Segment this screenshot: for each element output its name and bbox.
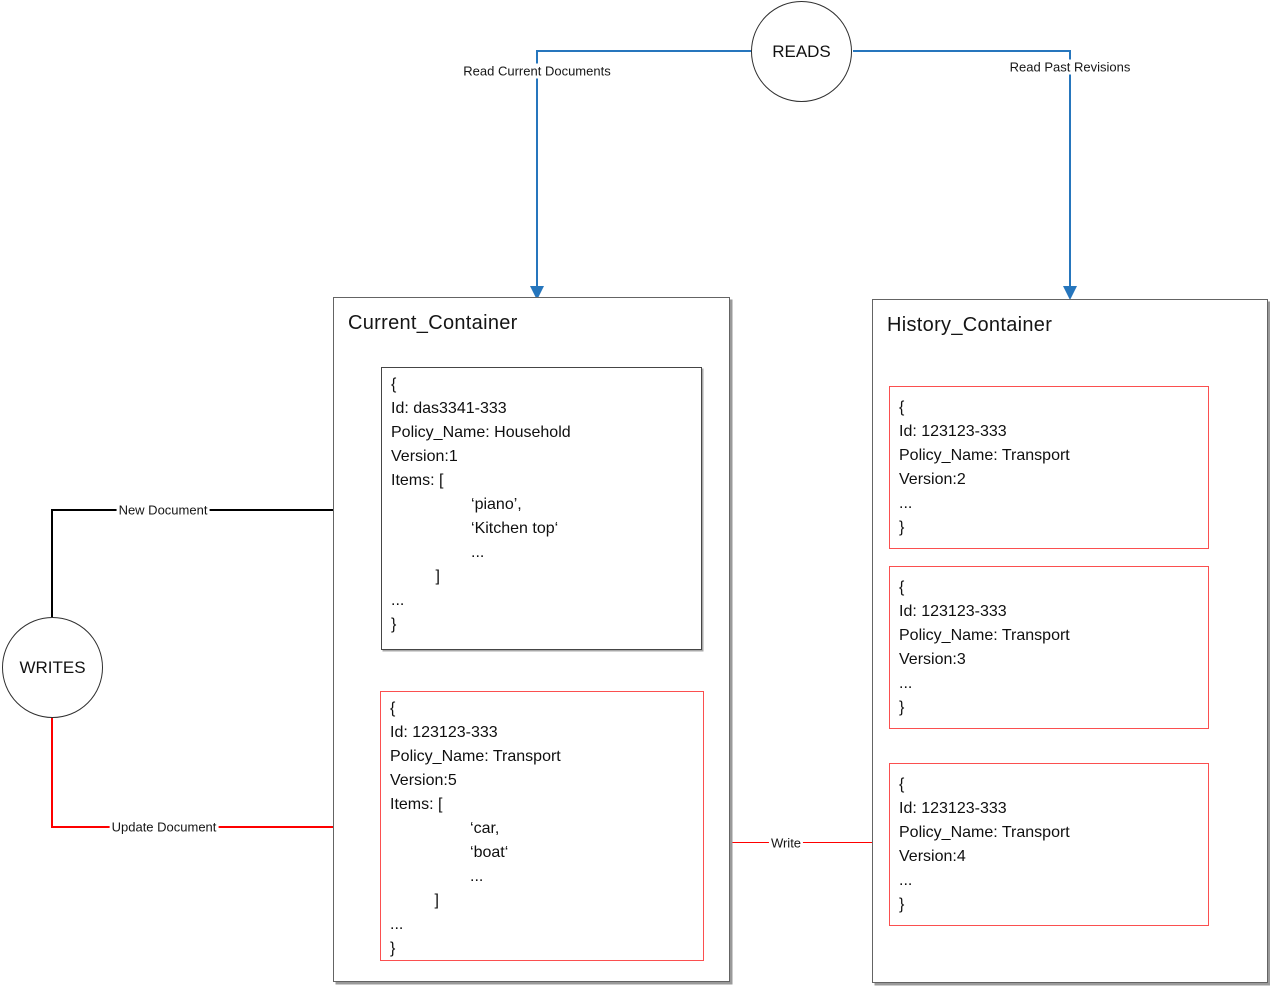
reads-node: READS (751, 1, 852, 102)
writes-node: WRITES (2, 617, 103, 718)
document-line: ... (899, 675, 913, 692)
document-line: ‘Kitchen top‘ (391, 520, 559, 537)
document-line: { (899, 776, 905, 793)
document-line: { (899, 579, 905, 596)
document-line: ... (391, 544, 485, 561)
document-line: ] (391, 568, 440, 585)
document-line: } (390, 940, 396, 957)
document-line: } (899, 519, 905, 536)
document-line: } (899, 699, 905, 716)
document-line: Version:3 (899, 651, 966, 668)
history-container-title: History_Container (887, 314, 1053, 336)
write-connector-label: Write (768, 835, 804, 851)
document-line: Id: 123123-333 (899, 800, 1007, 817)
read-past-connector-label: Read Past Revisions (1007, 59, 1133, 75)
read-current-connector-line (536, 50, 538, 288)
document-line: Version:4 (899, 848, 966, 865)
document-line: Id: 123123-333 (899, 423, 1007, 440)
new-document-connector-line (51, 510, 53, 617)
document-line: Items: [ (390, 796, 443, 813)
document-line: Id: 123123-333 (390, 724, 498, 741)
document-line: Id: das3341-333 (391, 400, 507, 417)
read-past-connector-line (1069, 50, 1071, 288)
reads-node-label: READS (772, 41, 831, 61)
new-document-connector-label: New Document (116, 502, 210, 518)
document-line: ... (391, 592, 405, 609)
writes-node-label: WRITES (19, 657, 86, 677)
document-line: Policy_Name: Transport (899, 627, 1070, 644)
document-line: ... (899, 872, 913, 889)
document-line: Version:2 (899, 471, 966, 488)
read-current-arrowhead-icon (530, 286, 544, 300)
document-line: } (899, 896, 905, 913)
document-line: ‘boat‘ (390, 844, 509, 861)
document-line: { (390, 700, 396, 717)
read-past-connector-line (853, 50, 1070, 52)
document-line: Policy_Name: Household (391, 424, 571, 441)
document-line: ] (390, 892, 439, 909)
document-line: Items: [ (391, 472, 444, 489)
document-line: { (391, 376, 397, 393)
document-line: Policy_Name: Transport (899, 447, 1070, 464)
read-current-connector-line (537, 50, 751, 52)
document-line: ... (390, 868, 484, 885)
document-line: { (899, 399, 905, 416)
update-document-connector-line (51, 718, 53, 827)
document-line: ‘piano’, (391, 496, 522, 513)
document-line: } (391, 616, 397, 633)
new-document-connector-line (51, 509, 369, 511)
update-document-connector-label: Update Document (109, 819, 219, 835)
read-current-connector-label: Read Current Documents (461, 63, 613, 79)
document-line: Policy_Name: Transport (899, 824, 1070, 841)
document-line: ... (899, 495, 913, 512)
read-past-arrowhead-icon (1063, 286, 1077, 300)
document-line: ... (390, 916, 404, 933)
document-line: Version:5 (390, 772, 457, 789)
document-line: ‘car, (390, 820, 500, 837)
current-container-title: Current_Container (348, 312, 518, 334)
document-line: Version:1 (391, 448, 458, 465)
document-line: Policy_Name: Transport (390, 748, 561, 765)
document-line: Id: 123123-333 (899, 603, 1007, 620)
